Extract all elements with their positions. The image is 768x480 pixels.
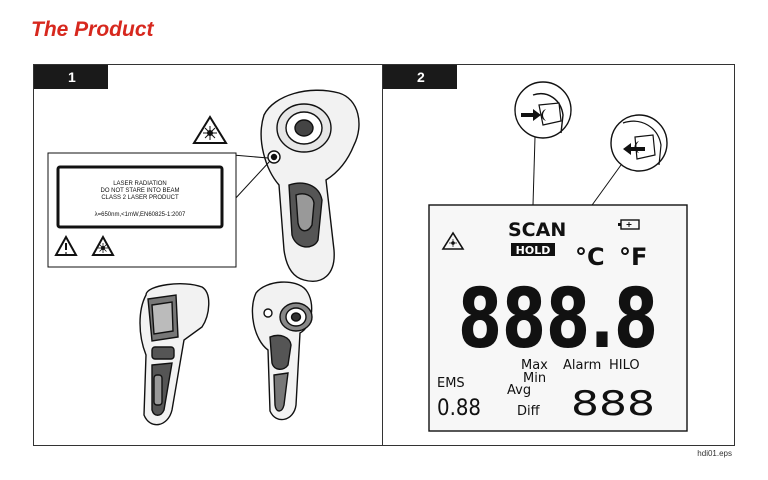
laser-label-line-3: CLASS 2 LASER PRODUCT — [101, 195, 179, 201]
trigger-detail-scan — [514, 81, 572, 139]
laser-label-line-4: λ=650nm,<1mW,EN60825-1:2007 — [95, 212, 186, 218]
lcd-display-diagram: SCAN HOLD °C °F 888.8 Max Alarm HILO Min… — [428, 81, 688, 432]
hold-badge — [511, 243, 555, 256]
thermometer-back-view — [139, 283, 210, 426]
panel-number-2: 2 — [383, 65, 457, 89]
thermometer-illustrations: LASER RADIATION DO NOT STARE INTO BEAM C… — [47, 89, 360, 426]
arrow-left-icon — [623, 143, 645, 155]
panel-divider — [382, 65, 383, 445]
laser-label-plate — [56, 165, 224, 229]
ems-indicator: EMS — [437, 376, 465, 391]
arrow-right-icon — [521, 109, 541, 121]
thermometer-front-top — [260, 89, 360, 282]
panel-number-1: 1 — [34, 65, 108, 89]
main-temperature-digits: 888.8 — [458, 272, 658, 367]
scan-indicator: SCAN — [508, 219, 566, 241]
hold-indicator: HOLD — [516, 244, 551, 257]
emissivity-digits: 0.88 — [437, 396, 481, 421]
thermometer-front-view — [251, 281, 313, 421]
laser-label-line-1: LASER RADIATION — [113, 181, 167, 187]
trigger-detail-hold — [610, 114, 668, 172]
min-indicator: Min — [523, 371, 546, 386]
laser-on-icon — [441, 231, 465, 250]
avg-indicator: Avg — [507, 383, 531, 398]
alarm-indicator: Alarm — [563, 358, 601, 373]
max-indicator: Max — [521, 358, 548, 373]
panel-2: 2 — [383, 65, 734, 445]
secondary-digits: 888 — [571, 384, 655, 424]
laser-hazard-icon — [91, 234, 115, 256]
hilo-indicator: HILO — [609, 358, 640, 373]
caution-icon — [54, 234, 78, 256]
diff-indicator: Diff — [517, 404, 541, 419]
figure-reference: hdi01.eps — [697, 449, 732, 458]
fahrenheit-unit: °F — [619, 243, 647, 271]
panel-1: 1 — [34, 65, 382, 445]
lcd-screen — [428, 204, 688, 432]
laser-warning-icon — [192, 115, 228, 144]
product-figure: 1 — [33, 64, 735, 446]
page-title: The Product — [31, 18, 154, 41]
celsius-unit: °C — [575, 243, 605, 271]
battery-icon — [618, 219, 640, 230]
laser-label-line-2: DO NOT STARE INTO BEAM — [100, 188, 179, 194]
